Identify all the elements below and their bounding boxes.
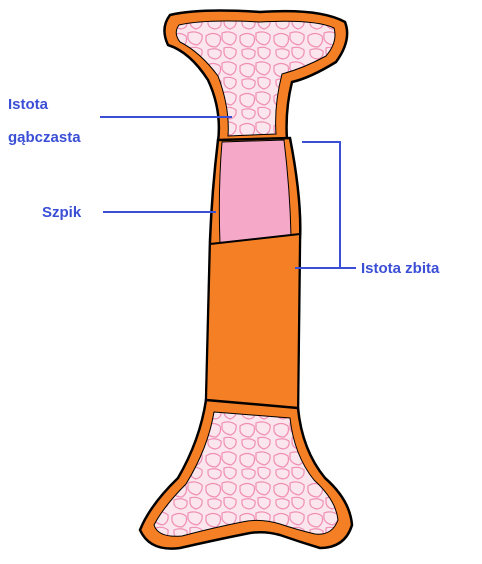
leader-bracket-compact: [295, 142, 340, 268]
label-marrow: Szpik: [42, 202, 81, 224]
label-spongy-bone-line2: gąbczasta: [8, 127, 81, 149]
upper-epiphysis: [164, 11, 347, 142]
label-compact-bone: Istota zbita: [361, 258, 439, 280]
label-spongy-bone-line1: Istota: [8, 94, 48, 116]
compact-bone-band: [206, 234, 300, 410]
lower-epiphysis: [140, 400, 352, 549]
marrow-cavity: [219, 140, 291, 244]
